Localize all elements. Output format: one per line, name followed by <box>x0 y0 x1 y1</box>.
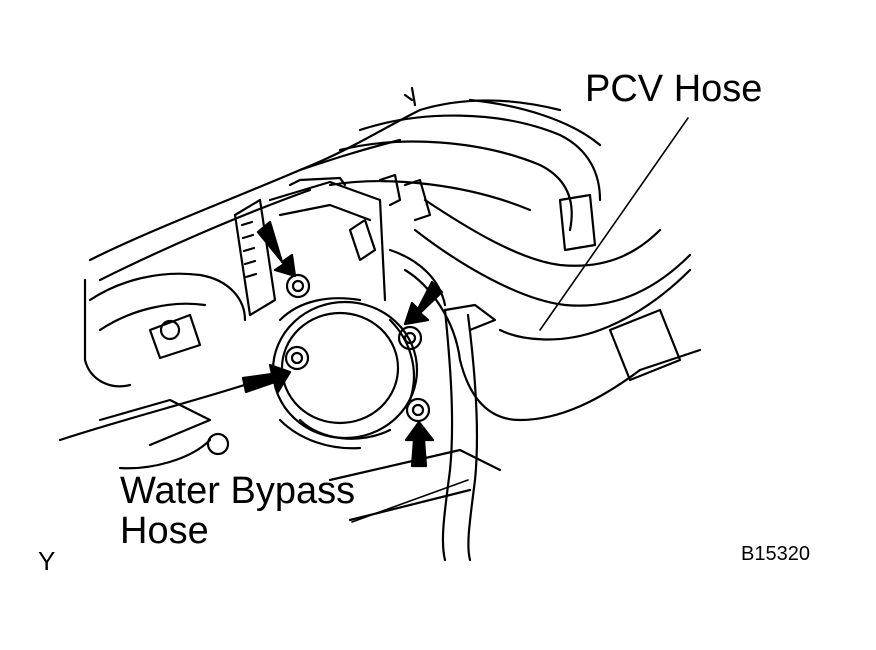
corner-mark: Y <box>38 546 56 576</box>
mounting-bolts <box>284 273 431 423</box>
arrow-icon <box>403 280 444 326</box>
figure-code: B15320 <box>741 543 810 565</box>
pcv-hose-label: PCV Hose <box>585 68 763 110</box>
arrow-icon <box>256 220 297 278</box>
pcv-hose-drawing <box>388 198 702 422</box>
water-bypass-label-line2: Hose <box>120 509 209 552</box>
leader-lines <box>351 117 689 523</box>
throttle-body-housing <box>233 173 432 440</box>
arrow-icon <box>241 363 292 394</box>
arrow-icons <box>241 220 444 468</box>
arrow-icon <box>404 420 435 468</box>
water-bypass-hose-label: Water Bypass Hose <box>120 470 356 552</box>
water-bypass-hose-drawing <box>441 303 497 562</box>
water-bypass-label-line1: Water Bypass <box>120 470 356 512</box>
